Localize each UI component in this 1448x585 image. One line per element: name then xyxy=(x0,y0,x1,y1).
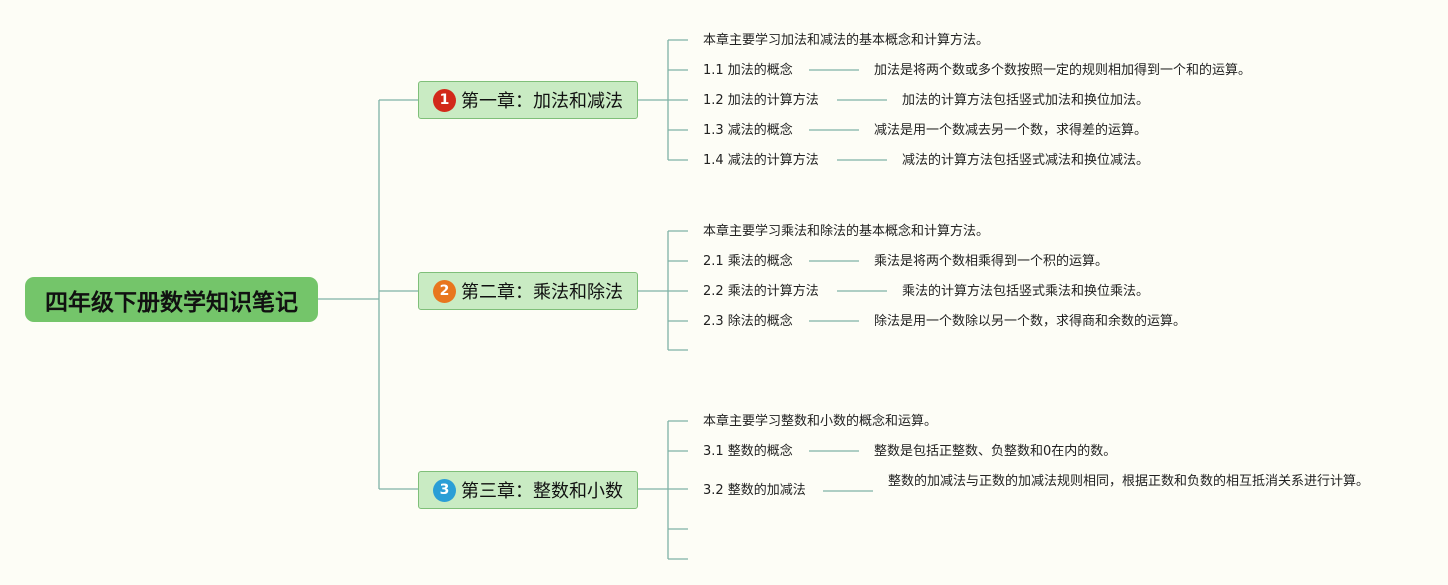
root-title: 四年级下册数学知识笔记 xyxy=(45,289,298,316)
chapter-1-item-1-desc[interactable]: 加法是将两个数或多个数按照一定的规则相加得到一个和的运算。 xyxy=(874,63,1252,78)
chapter-1-item-3-label[interactable]: 1.3 减法的概念 xyxy=(703,123,793,138)
number-3-badge-icon: 3 xyxy=(433,478,456,502)
chapter-1-item-4-desc[interactable]: 减法的计算方法包括竖式减法和换位减法。 xyxy=(902,153,1150,168)
number-1-badge-icon: 1 xyxy=(433,88,456,112)
chapter-1-item-1-label[interactable]: 1.1 加法的概念 xyxy=(703,63,793,78)
chapter-3-item-1-desc[interactable]: 整数是包括正整数、负整数和0在内的数。 xyxy=(874,444,1117,459)
chapter-2-topic[interactable]: 2 第二章：乘法和除法 xyxy=(418,272,638,310)
chapter-1-intro[interactable]: 本章主要学习加法和减法的基本概念和计算方法。 xyxy=(703,33,990,48)
chapter-3-intro[interactable]: 本章主要学习整数和小数的概念和运算。 xyxy=(703,414,938,429)
chapter-1-item-2-desc[interactable]: 加法的计算方法包括竖式加法和换位加法。 xyxy=(902,93,1150,108)
chapter-2-item-1-label[interactable]: 2.1 乘法的概念 xyxy=(703,254,793,269)
chapter-2-title: 第二章：乘法和除法 xyxy=(461,282,623,303)
chapter-2-item-1-desc[interactable]: 乘法是将两个数相乘得到一个积的运算。 xyxy=(874,254,1109,269)
chapter-1-item-3-desc[interactable]: 减法是用一个数减去另一个数，求得差的运算。 xyxy=(874,123,1148,138)
chapter-2-item-3-label[interactable]: 2.3 除法的概念 xyxy=(703,314,793,329)
chapter-3-topic[interactable]: 3 第三章：整数和小数 xyxy=(418,471,638,509)
chapter-1-title: 第一章：加法和减法 xyxy=(461,91,623,112)
chapter-3-item-2-label[interactable]: 3.2 整数的加减法 xyxy=(703,483,806,498)
number-2-badge-icon: 2 xyxy=(433,279,456,303)
chapter-2-item-2-label[interactable]: 2.2 乘法的计算方法 xyxy=(703,284,819,299)
chapter-1-item-4-label[interactable]: 1.4 减法的计算方法 xyxy=(703,153,819,168)
chapter-3-item-2-desc[interactable]: 整数的加减法与正数的加减法规则相同，根据正数和负数的相互抵消关系进行计算。 xyxy=(888,474,1370,489)
root-topic[interactable]: 四年级下册数学知识笔记 xyxy=(25,277,318,322)
chapter-3-title: 第三章：整数和小数 xyxy=(461,481,623,502)
chapter-2-intro[interactable]: 本章主要学习乘法和除法的基本概念和计算方法。 xyxy=(703,224,990,239)
chapter-1-item-2-label[interactable]: 1.2 加法的计算方法 xyxy=(703,93,819,108)
chapter-2-item-2-desc[interactable]: 乘法的计算方法包括竖式乘法和换位乘法。 xyxy=(902,284,1150,299)
chapter-3-item-1-label[interactable]: 3.1 整数的概念 xyxy=(703,444,793,459)
chapter-2-item-3-desc[interactable]: 除法是用一个数除以另一个数，求得商和余数的运算。 xyxy=(874,314,1187,329)
chapter-1-topic[interactable]: 1 第一章：加法和减法 xyxy=(418,81,638,119)
